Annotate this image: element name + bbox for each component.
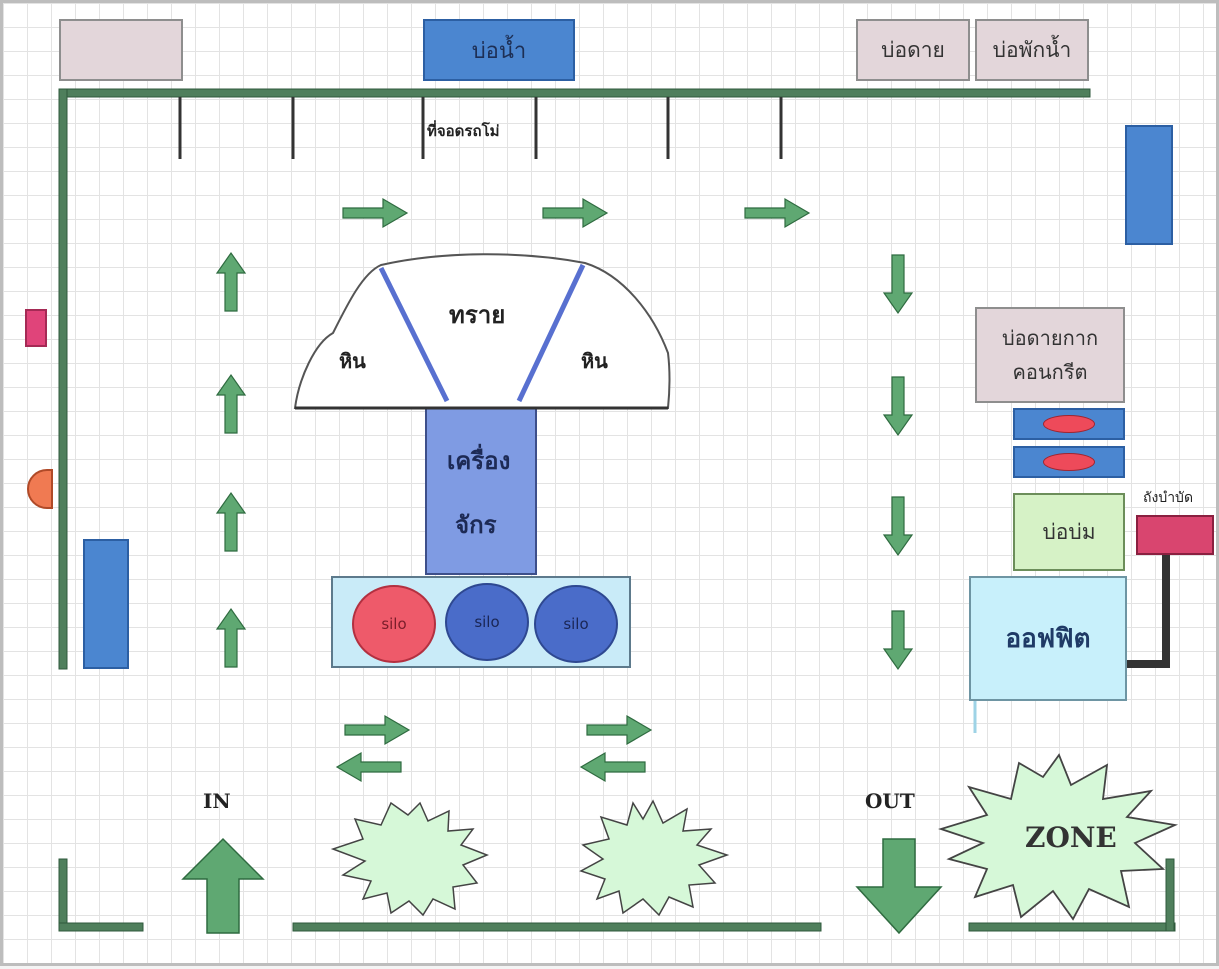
parking-dividers — [178, 97, 783, 159]
machine-label-line2: จักร — [455, 511, 497, 539]
left-blue-box — [83, 539, 129, 669]
machine-label-line1: เครื่อง — [447, 447, 511, 475]
water-pond-box: บ่อน้ำ — [423, 19, 575, 81]
soak-pond-box: บ่อบ่ม — [1013, 493, 1125, 571]
arrow-left-icon — [580, 752, 646, 782]
sand-pond-label: บ่อดาย — [881, 37, 945, 62]
arrow-right-icon — [744, 198, 810, 228]
zone-label: ZONE — [1025, 821, 1117, 854]
top-wall — [58, 88, 1091, 98]
sand-pond-box: บ่อดาย — [856, 19, 970, 81]
sand-label: ทราย — [449, 301, 506, 329]
bottom-left-wall — [58, 922, 144, 932]
dome-divider-left — [378, 266, 450, 403]
arrow-left-icon — [336, 752, 402, 782]
zone-burst-star — [938, 753, 1179, 921]
soak-pond-label: บ่อบ่ม — [1042, 519, 1096, 544]
stone-left-label: หิน — [339, 349, 366, 373]
right-blue-box — [1125, 125, 1173, 245]
arrow-up-icon — [216, 374, 246, 434]
silo-3-label: silo — [563, 615, 589, 633]
in-label: IN — [203, 789, 231, 813]
water-rest-pond-label: บ่อพักน้ำ — [992, 37, 1072, 62]
filter-slot-2-oval — [1043, 453, 1095, 471]
arrow-right-icon — [542, 198, 608, 228]
out-label: OUT — [865, 789, 915, 813]
stone-right-label: หิน — [581, 349, 608, 373]
arrow-right-icon — [342, 198, 408, 228]
concrete-waste-pond-label-line1: บ่อดายกาก — [1001, 326, 1099, 350]
left-wall — [58, 88, 68, 670]
water-pond-label: บ่อน้ำ — [471, 38, 527, 64]
arrow-up-icon — [216, 608, 246, 668]
treatment-pipe — [1127, 555, 1170, 668]
dome-divider-right — [516, 263, 586, 403]
arrow-up-icon — [216, 492, 246, 552]
treatment-tank-label: ถังบำบัด — [1143, 490, 1194, 506]
aggregate-dome — [293, 253, 671, 409]
treatment-tank-box — [1136, 515, 1214, 555]
concrete-waste-pond-label-line2: คอนกรีต — [1012, 360, 1088, 384]
filter-slot-2 — [1013, 446, 1125, 478]
arrow-up-icon — [216, 252, 246, 312]
magenta-marker — [25, 309, 47, 347]
concrete-waste-pond-box: บ่อดายกาก คอนกรีต — [975, 307, 1125, 403]
truck-parking-label: ที่จอดรถโม่ — [427, 122, 500, 140]
arrow-down-icon — [883, 496, 913, 556]
bottom-center-wall — [292, 922, 822, 932]
burst-star-left — [330, 801, 490, 917]
bottom-right-wall-vertical — [1165, 858, 1175, 932]
office-box: ออฟฟิต — [969, 576, 1127, 701]
arrow-down-icon — [883, 376, 913, 436]
silo-2-label: silo — [474, 613, 500, 631]
arrow-down-icon — [883, 254, 913, 314]
burst-star-center — [579, 799, 730, 917]
arrow-down-icon — [883, 610, 913, 670]
in-big-arrow-icon — [181, 837, 265, 934]
bottom-left-wall-vertical — [58, 858, 68, 932]
arrow-right-icon — [586, 715, 652, 745]
silo-blue-3: silo — [534, 585, 618, 663]
arrow-right-icon — [344, 715, 410, 745]
perimeter-walls — [58, 88, 1176, 932]
silo-blue-2: silo — [445, 583, 529, 661]
water-rest-pond-box: บ่อพักน้ำ — [975, 19, 1089, 81]
silo-1-label: silo — [381, 615, 407, 633]
bottom-right-wall — [968, 922, 1176, 932]
filter-slot-1 — [1013, 408, 1125, 440]
top-left-blank-box — [59, 19, 183, 81]
silo-red: silo — [352, 585, 436, 663]
orange-half-circle-marker — [27, 469, 53, 509]
out-big-arrow-icon — [855, 838, 943, 935]
machine-box — [425, 403, 537, 575]
filter-slot-1-oval — [1043, 415, 1095, 433]
diagram-graphics — [58, 88, 1179, 935]
office-label: ออฟฟิต — [1005, 624, 1091, 654]
